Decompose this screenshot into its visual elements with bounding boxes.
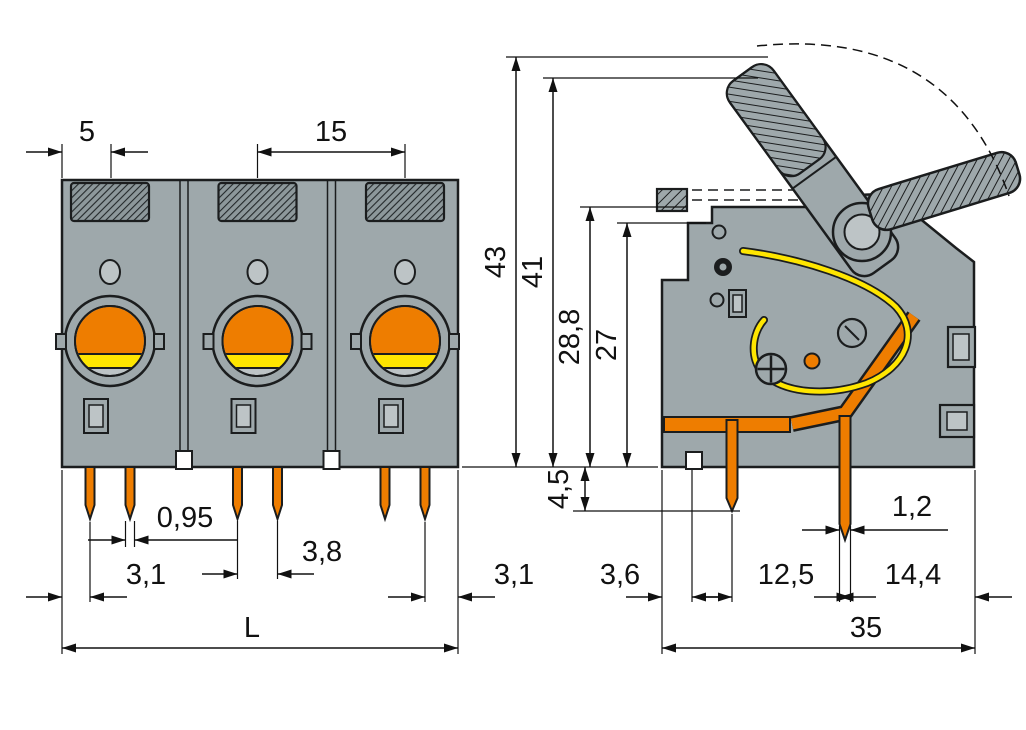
solder-pin [232, 466, 243, 523]
dimension-label-3-8: 3,8 [302, 536, 342, 568]
side-tab [300, 333, 313, 350]
push-button[interactable] [364, 181, 446, 223]
dimension-0-95: 0,95 [88, 502, 238, 547]
dimension-15: 15 [256, 116, 406, 178]
push-button[interactable] [217, 181, 298, 223]
busbar-diagonal [790, 312, 919, 430]
test-screw[interactable] [754, 352, 788, 386]
dimension-label-1-2: 1,2 [892, 491, 932, 523]
dimension-label-27: 27 [591, 329, 623, 361]
clamp-opening[interactable] [55, 294, 165, 388]
test-opening [394, 259, 416, 285]
molding-hole [711, 224, 727, 240]
dimension-27: 27 [591, 222, 706, 467]
lever-pivot-inner [843, 213, 881, 251]
dimension-3-8: 3,8 [202, 521, 342, 579]
front-view [55, 178, 460, 523]
latch-window-inner [235, 404, 252, 428]
clamp-opening[interactable] [350, 294, 460, 388]
lever-grip [725, 62, 827, 178]
dimension-label-3-6: 3,6 [600, 559, 640, 591]
dimension-label-0-95: 0,95 [157, 502, 213, 534]
latch-window-inner [88, 404, 104, 428]
latch-right-upper-inner [952, 333, 970, 361]
dimension-35: 35 [662, 612, 975, 653]
lever-section-cut [655, 187, 689, 213]
conductor-busbar [663, 311, 921, 544]
dimension-label-43: 43 [480, 246, 512, 278]
dimension-label-41: 41 [517, 256, 549, 288]
side-tab [55, 333, 67, 350]
solder-pin [419, 466, 431, 523]
dimension-28-8: 28,8 [554, 206, 686, 467]
dimension-14-4: 14,4 [814, 470, 1012, 654]
dimension-label-15: 15 [315, 116, 347, 148]
solder-pin [84, 466, 96, 523]
dimension-4-5: 4,5 [543, 467, 740, 512]
solder-pins [232, 466, 283, 523]
test-opening [246, 259, 269, 285]
dimension-3-6: 3,6 [600, 470, 728, 654]
side-tab [448, 333, 460, 350]
lever-open-position [866, 150, 1022, 232]
dimension-41: 41 [517, 77, 758, 467]
clamp-spring-yellow [76, 354, 144, 368]
solder-pin [379, 466, 391, 523]
clamp-opening[interactable] [202, 294, 313, 388]
dimension-label-L: L [244, 612, 260, 644]
conductor-dot [803, 352, 821, 370]
terminal-pole-3 [350, 181, 460, 523]
side-tab [202, 333, 215, 350]
dimension-43: 43 [480, 56, 768, 467]
dimension-3-1-right: 3,1 [388, 470, 534, 654]
dimension-5: 5 [26, 116, 148, 178]
latch-window-inner [383, 404, 399, 428]
terminal-pole-2 [202, 181, 313, 523]
solder-pins [379, 466, 431, 523]
cam-slot [844, 325, 860, 341]
dimension-label-14-4: 14,4 [885, 559, 941, 591]
side-tab [153, 333, 165, 350]
dimension-label-5: 5 [79, 116, 95, 148]
dimensions: 5 15 43 41 28,8 27 [26, 56, 1012, 654]
solder-pin [272, 466, 283, 523]
latch-window-side-inner [732, 294, 743, 313]
latch-right-lower-inner [946, 411, 968, 431]
push-button[interactable] [69, 181, 151, 223]
dimension-label-28-8: 28,8 [554, 309, 586, 365]
dimension-label-4-5: 4,5 [543, 469, 575, 509]
module-joint-notch [175, 450, 193, 470]
dimension-L: L [62, 612, 458, 653]
dimension-12-5: 12,5 [696, 514, 876, 602]
dimension-label-35: 35 [850, 612, 882, 644]
housing-bottom-step [685, 451, 703, 470]
test-opening [99, 259, 121, 285]
terminal-pole-1 [55, 181, 165, 523]
solder-pin-left [725, 419, 739, 514]
solder-pin-right [838, 415, 852, 544]
dimension-label-3-1-left: 3,1 [126, 559, 166, 591]
side-view [655, 43, 1022, 544]
dimension-1-2: 1,2 [802, 491, 948, 602]
solder-pins [84, 466, 136, 523]
lever-swing-path [756, 43, 1010, 197]
side-tab [350, 333, 362, 350]
dimension-label-3-1-right: 3,1 [494, 559, 534, 591]
module-joint-notch [322, 450, 341, 470]
rivet-center [719, 263, 727, 271]
dimension-label-12-5: 12,5 [758, 559, 814, 591]
dimension-3-1-left: 3,1 [26, 470, 166, 654]
solder-pin [124, 466, 136, 523]
molding-hole [709, 292, 725, 308]
